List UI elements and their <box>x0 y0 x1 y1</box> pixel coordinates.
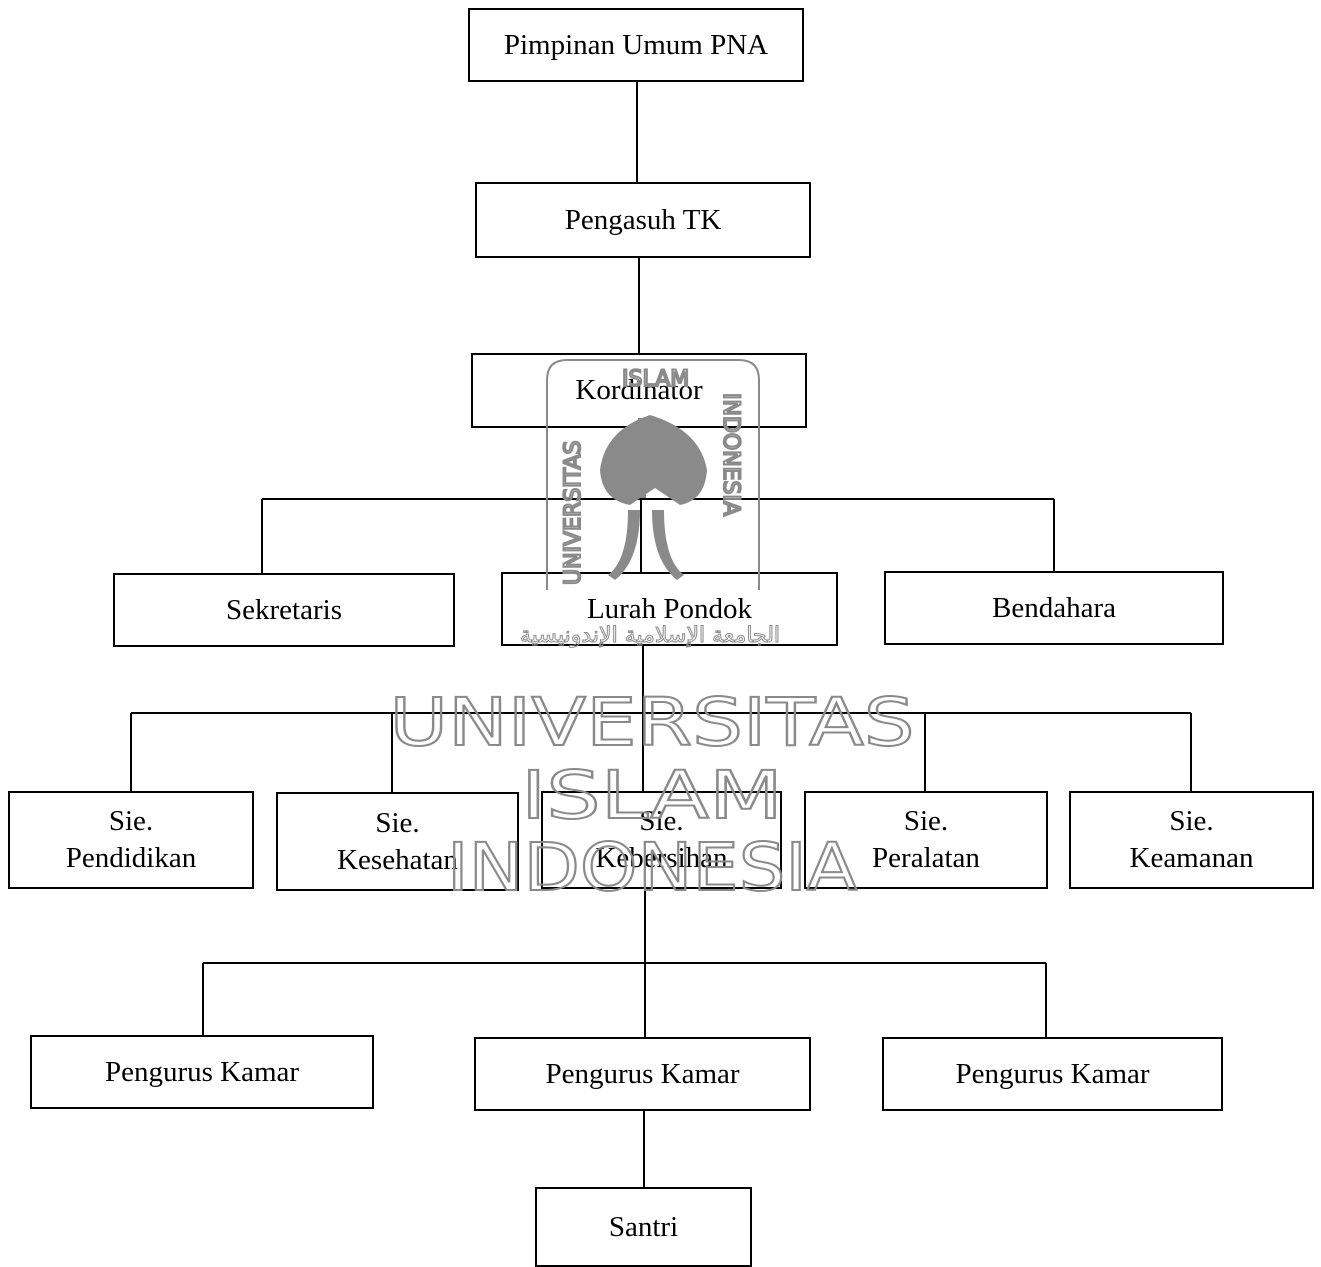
label-pengurus-kamar: Pengurus Kamar <box>104 1055 300 1088</box>
box-santri: Santri <box>535 1187 752 1267</box>
label-lurah-pondok: Lurah Pondok <box>586 592 753 625</box>
label-sie-prefix: Sie. <box>375 806 420 839</box>
label-pengurus-kamar: Pengurus Kamar <box>545 1057 740 1090</box>
box-pengurus-kamar-3: Pengurus Kamar <box>882 1037 1223 1111</box>
box-pengurus-kamar-1: Pengurus Kamar <box>30 1035 374 1109</box>
box-sie-keamanan: Sie. Keamanan <box>1069 791 1314 889</box>
box-sie-pendidikan: Sie. Pendidikan <box>8 791 254 889</box>
box-sie-kesehatan: Sie. Kesehatan <box>276 792 519 891</box>
box-bendahara: Bendahara <box>884 571 1224 645</box>
label-sie-prefix: Sie. <box>108 805 154 837</box>
box-pimpinan-umum: Pimpinan Umum PNA <box>468 8 804 82</box>
label-pimpinan-umum: Pimpinan Umum PNA <box>503 28 769 61</box>
label-sie-prefix: Sie. <box>639 805 684 837</box>
box-kordinator: Kordinator <box>471 353 807 428</box>
label-pendidikan: Pendidikan <box>65 842 197 874</box>
label-peralatan: Peralatan <box>872 842 980 874</box>
label-bendahara: Bendahara <box>992 591 1116 624</box>
label-pengurus-kamar: Pengurus Kamar <box>955 1057 1150 1090</box>
label-kordinator: Kordinator <box>575 374 703 406</box>
box-pengasuh: Pengasuh TK <box>475 182 811 258</box>
label-keamanan: Keamanan <box>1129 842 1254 874</box>
label-kesehatan: Kesehatan <box>337 843 458 876</box>
label-kebersihan: Kebersihan <box>595 842 728 874</box>
box-sie-peralatan: Sie. Peralatan <box>804 791 1048 889</box>
box-sie-kebersihan: Sie. Kebersihan <box>541 791 782 889</box>
box-sekretaris: Sekretaris <box>113 573 455 647</box>
label-sekretaris: Sekretaris <box>226 593 342 626</box>
box-lurah-pondok: Lurah Pondok <box>501 572 838 646</box>
label-sie-prefix: Sie. <box>1169 805 1214 837</box>
box-pengurus-kamar-2: Pengurus Kamar <box>474 1037 811 1111</box>
label-sie-prefix: Sie. <box>903 805 949 837</box>
label-santri: Santri <box>608 1210 679 1243</box>
label-pengasuh: Pengasuh TK <box>564 203 722 236</box>
